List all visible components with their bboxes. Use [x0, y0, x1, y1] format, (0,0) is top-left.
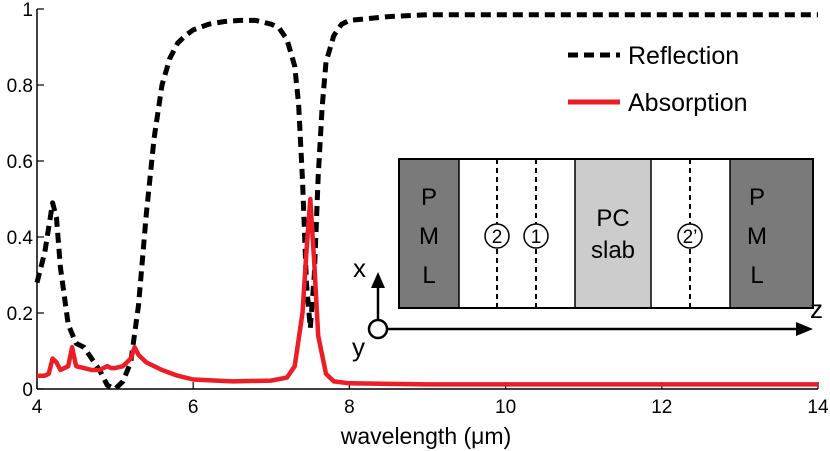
series-layer [34, 12, 818, 392]
pml-left-label-m: M [419, 223, 439, 250]
x-tick-label: 14 [807, 397, 829, 418]
pml-left-label-l: L [422, 262, 435, 289]
plane-label-1: 1 [531, 227, 542, 248]
y-tick-label: 0 [22, 380, 33, 401]
pc-slab-label-line1: PC [596, 205, 629, 232]
pml-left-label-p: P [421, 184, 437, 211]
plane-marker-1 [523, 223, 549, 249]
y-axis-origin-icon [367, 318, 389, 340]
pml-right-label-m: M [747, 223, 767, 250]
inset-schematic: 2 1 2’ P M L PC slab P M L x y z [352, 158, 823, 362]
plane-label-2-prime: 2’ [683, 227, 698, 248]
y-tick-label: 1 [22, 0, 33, 21]
inset-border [398, 158, 814, 309]
x-tick-label: 6 [188, 397, 199, 418]
x-tick-label: 10 [495, 397, 516, 418]
x-axis-letter: x [353, 253, 366, 283]
series-absorption-line [37, 196, 818, 387]
inset-pml-left [399, 159, 459, 308]
plane-label-2: 2 [492, 227, 503, 248]
legend-label-reflection: Reflection [628, 42, 739, 70]
z-axis-letter: z [810, 294, 823, 324]
inset-pc-slab [575, 159, 651, 308]
pml-right-label-p: P [749, 184, 765, 211]
x-axis-title: wavelength (μm) [340, 423, 511, 449]
x-tick-label: 12 [651, 397, 672, 418]
y-tick-label: 0.4 [7, 228, 34, 249]
y-axis-letter: y [352, 332, 365, 362]
legend-label-absorption: Absorption [628, 89, 748, 117]
x-arrowhead-icon [371, 272, 385, 288]
pml-right-label-l: L [750, 262, 763, 289]
legend: Reflection Absorption [568, 42, 748, 117]
pc-slab-label-line2: slab [591, 237, 635, 264]
series-reflection-line [34, 12, 818, 392]
x-tick-label: 4 [32, 397, 43, 418]
y-tick-label: 0.8 [7, 76, 33, 97]
z-arrowhead-icon [796, 322, 813, 336]
x-tick-label: 8 [344, 397, 355, 418]
inset-pml-right [730, 159, 813, 308]
plane-marker-2 [484, 223, 510, 249]
y-tick-label: 0.6 [7, 152, 33, 173]
plane-marker-2-prime [677, 223, 703, 249]
y-tick-label: 0.2 [7, 304, 33, 325]
